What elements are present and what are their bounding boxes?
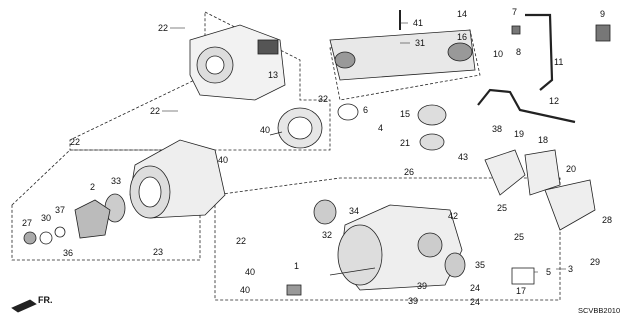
callout-27: 27 [22,218,32,228]
callout-3: 3 [568,264,573,274]
callout-12: 12 [549,96,559,106]
assembly-frame-lower [11,149,201,261]
oil-seal-34 [313,199,337,225]
callout-9: 9 [600,9,605,19]
callout-22-left: 22 [70,137,80,147]
assembly-frame-upper [69,11,331,151]
callout-8: 8 [516,47,521,57]
callout-20: 20 [566,164,576,174]
callout-40-lower-b: 40 [240,285,250,295]
callout-43: 43 [458,152,468,162]
bracket-18 [524,149,561,196]
callout-6: 6 [363,105,368,115]
callout-14: 14 [457,9,467,19]
callout-32-lower: 32 [322,230,332,240]
callout-32-upper: 32 [318,94,328,104]
callout-22-lower: 22 [236,236,246,246]
callout-40-lower-a: 40 [245,267,255,277]
flange-2 [74,199,111,239]
pinion-gear [269,107,323,149]
callout-41: 41 [413,18,423,28]
callout-40-mid: 40 [218,155,228,165]
callout-7: 7 [512,7,517,17]
callout-29: 29 [590,257,600,267]
callout-24-upper: 24 [470,283,480,293]
callout-1: 1 [294,261,299,271]
label-17 [511,267,535,285]
callout-40-upper: 40 [260,125,270,135]
diagram-code: SCVBB2010 [578,306,620,315]
callout-35: 35 [475,260,485,270]
callout-23: 23 [153,247,163,257]
washer-37 [54,226,66,238]
callout-2: 2 [90,182,95,192]
clip-7 [511,25,521,35]
differential-carrier-cover [189,24,286,101]
plate-1 [286,284,302,296]
callout-22-top: 22 [158,23,168,33]
vent-cap-9 [595,24,611,42]
callout-18: 18 [538,135,548,145]
callout-13: 13 [268,70,278,80]
callout-42: 42 [448,211,458,221]
callout-25-lower: 25 [514,232,524,242]
callout-39-lower: 39 [408,296,418,306]
front-direction-arrow [11,299,37,313]
nut-27 [23,231,37,245]
callout-31: 31 [415,38,425,48]
callout-38: 38 [492,124,502,134]
callout-5: 5 [546,267,551,277]
mount-15 [417,104,447,126]
bracket-20 [544,179,596,231]
callout-4: 4 [378,123,383,133]
callout-15: 15 [400,109,410,119]
callout-17: 17 [516,286,526,296]
rear-housing [129,139,226,219]
callout-33: 33 [111,176,121,186]
callout-21: 21 [400,138,410,148]
callout-36: 36 [63,248,73,258]
vent-tube-12 [477,88,576,124]
callout-10: 10 [493,49,503,59]
front-direction-label: FR. [38,295,53,305]
callout-24-lower: 24 [470,297,480,307]
callout-25-upper: 25 [497,203,507,213]
vent-tube-11 [525,13,554,91]
bracket-19 [484,149,526,196]
differential-assembly [329,204,463,291]
callout-28: 28 [602,215,612,225]
callout-16: 16 [457,32,467,42]
washer-30 [39,231,53,245]
leader-lines [162,22,566,273]
snap-ring [337,103,359,121]
callout-34: 34 [349,206,359,216]
callout-26: 26 [404,167,414,177]
mount-21 [419,133,445,151]
callout-11: 11 [554,57,563,67]
assembly-frame-right [329,29,481,101]
oil-seal-35 [444,252,466,278]
callout-labels: 22 22 22 22 13 32 6 4 40 40 40 40 41 31 … [22,7,620,315]
callout-37: 37 [55,205,65,215]
callout-30: 30 [41,213,51,223]
callout-39-upper: 39 [417,281,427,291]
crossmember [329,29,476,81]
callout-22-mid: 22 [150,106,160,116]
assembly-frame-bottom [214,177,561,301]
callout-19: 19 [514,129,524,139]
